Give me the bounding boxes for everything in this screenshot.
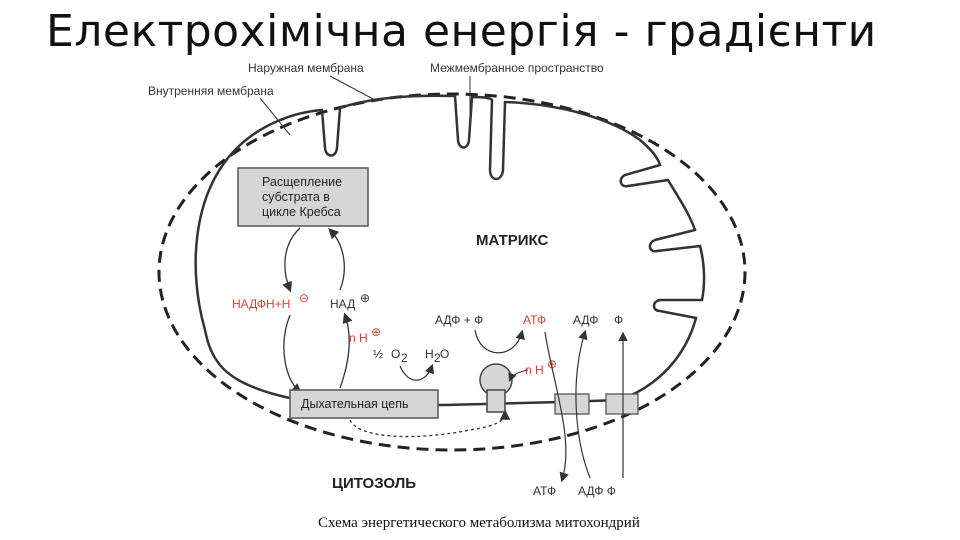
adp-right-label: АДФ [573, 313, 598, 327]
adp-p-matrix-label: АДФ + Ф [435, 313, 483, 327]
h2o-sub: 2 [434, 351, 441, 365]
nadh-to-chain-arrow [283, 314, 303, 394]
intermembrane-space-label: Межмембранное пространство [430, 61, 604, 75]
atp-cytosol-label: АТФ [533, 484, 556, 498]
nad-charge: ⊕ [360, 291, 370, 305]
oxygen-arrow [399, 363, 435, 381]
krebs-box [237, 167, 369, 227]
o2-label: O [391, 347, 400, 361]
proton-left-label: n Н [349, 331, 368, 345]
adp-import-arrow [575, 329, 591, 479]
matrix-label: МАТРИКС [476, 232, 548, 249]
atp-matrix-label: АТФ [523, 313, 546, 327]
proton-right-arrow [508, 369, 529, 383]
krebs-line-3: цикле Кребса [262, 205, 341, 219]
proton-path [349, 409, 511, 438]
chain-to-nad-arrow [339, 312, 353, 389]
atp-adp-translocase [554, 393, 590, 415]
half-label: ½ [373, 347, 383, 361]
nadh-charge: ⊝ [299, 291, 309, 305]
outer-membrane-label: Наружная мембрана [248, 61, 364, 75]
cytosol-label: ЦИТОЗОЛЬ [332, 475, 416, 492]
respiratory-chain-label: Дыхательная цепь [301, 397, 409, 411]
proton-right-charge: ⊕ [547, 357, 557, 371]
o2-sub: 2 [401, 351, 408, 365]
adp-p-cytosol-label: АДФ Ф [578, 484, 616, 498]
inner-membrane-label: Внутренняя мембрана [148, 84, 274, 98]
inner-membrane [194, 94, 706, 407]
krebs-arrow-up [328, 228, 345, 291]
krebs-line-2: субстрата в [262, 190, 330, 204]
proton-right-label: n Н [525, 363, 544, 377]
atp-synthesis-arrow [474, 329, 525, 354]
respiratory-chain-box [289, 389, 439, 419]
h2o-h-label: H [425, 347, 434, 361]
atp-synthase-stalk [486, 389, 506, 413]
leader-outer [329, 75, 376, 101]
leader-inner [259, 97, 291, 136]
krebs-arrow-down [282, 227, 301, 293]
h2o-o-label: O [440, 347, 449, 361]
krebs-line-1: Расщепление [262, 175, 342, 189]
figure-caption: Схема энергетического метаболизма митохо… [318, 515, 640, 531]
slide-title: Електрохімічна енергія - градієнти [46, 6, 877, 57]
p-right-label: Ф [614, 313, 623, 327]
outer-membrane [157, 92, 747, 452]
nad-label: НАД [330, 297, 355, 311]
proton-left-charge: ⊕ [371, 325, 381, 339]
phosphate-carrier [605, 393, 639, 415]
nadh-label: НАДФН+Н [232, 297, 290, 311]
atp-export-arrow [544, 331, 569, 483]
